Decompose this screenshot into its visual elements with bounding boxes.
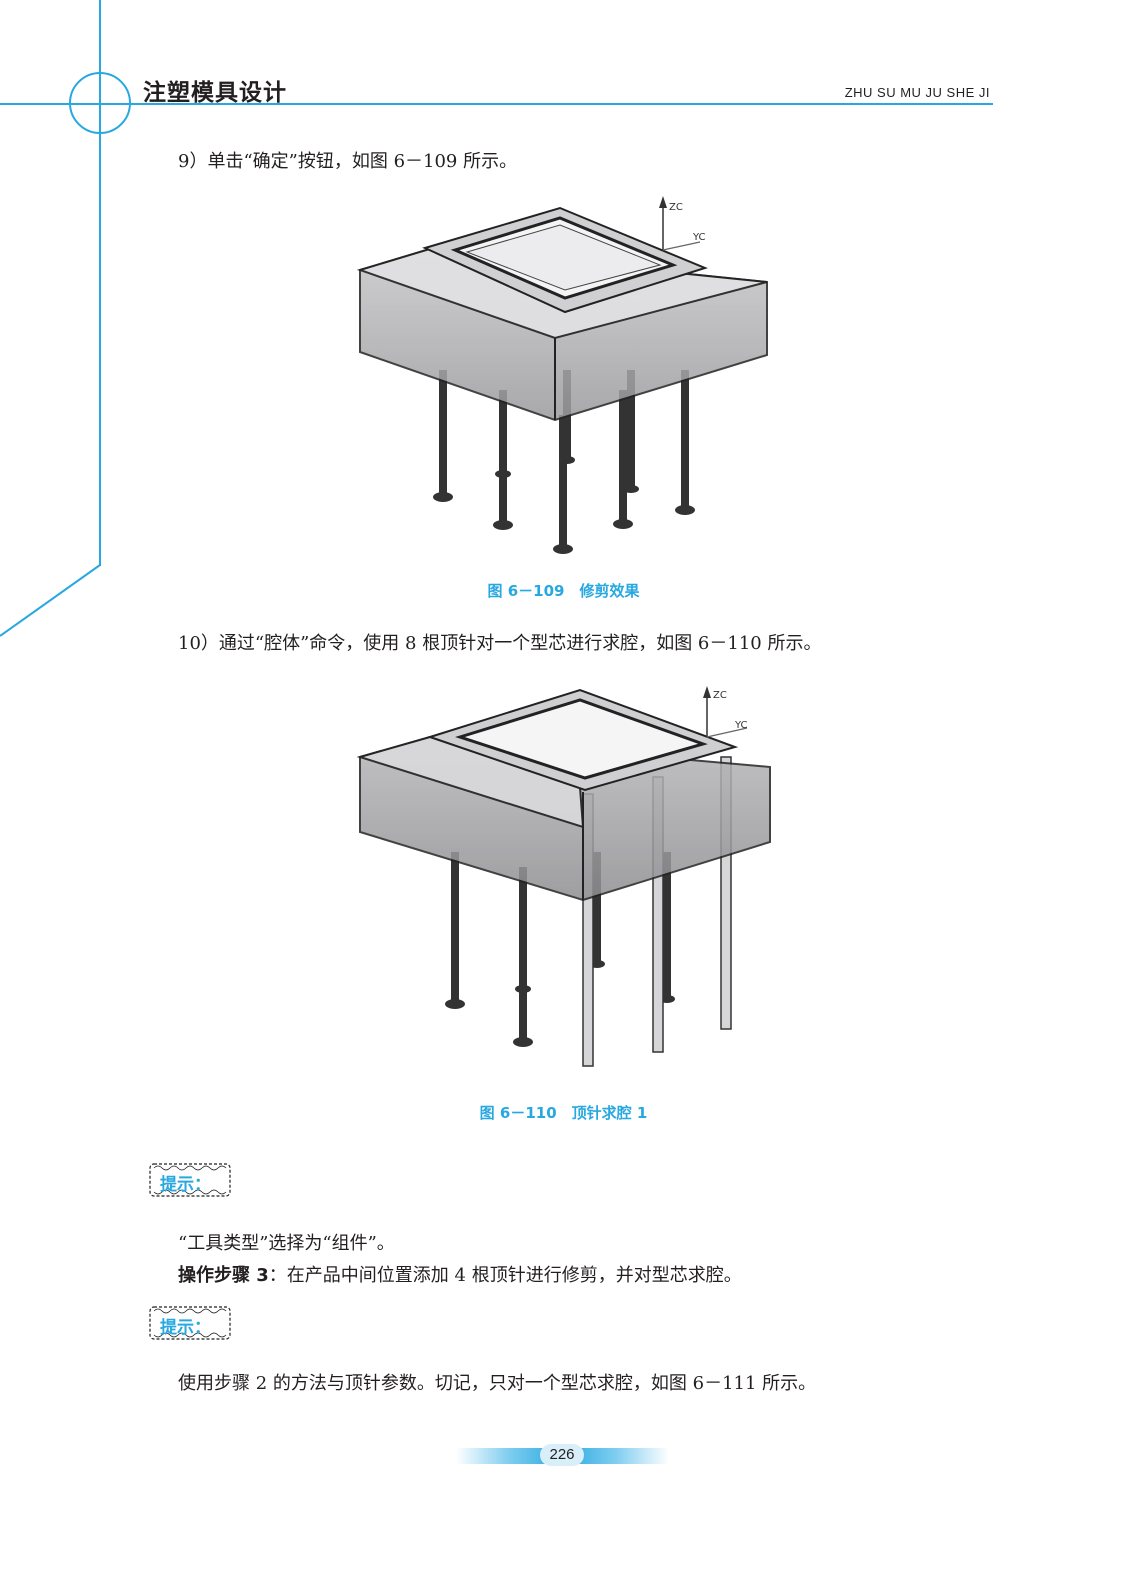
operation-step-3: 操作步骤 3：在产品中间位置添加 4 根顶针进行修剪，并对型芯求腔。 <box>178 1264 742 1288</box>
tip-box-1: 提示： <box>148 1162 232 1198</box>
axis-label-zc-2: ZC <box>713 690 727 701</box>
axis-label-yc: YC <box>692 232 706 243</box>
figure-6-109-caption: 图 6－109 修剪效果 <box>487 582 640 600</box>
figure-6-109: ZC YC <box>356 196 768 554</box>
tip-ornament-border <box>149 1163 231 1197</box>
tip-label-2: 提示： <box>160 1318 211 1338</box>
header-rule <box>0 103 993 105</box>
page-number: 226 <box>540 1444 584 1466</box>
step-10-text: 10）通过“腔体”命令，使用 8 根顶针对一个型芯进行求腔，如图 6－110 所… <box>178 633 822 654</box>
figure-6-110: ZC YC <box>356 686 771 1067</box>
margin-diagonal-line <box>0 564 101 637</box>
axis-label-yc-2: YC <box>734 720 748 731</box>
operation-step-3-label: 操作步骤 3 <box>178 1265 269 1286</box>
tip-box-2: 提示： <box>148 1305 232 1341</box>
book-title-pinyin: ZHU SU MU JU SHE JI <box>844 85 990 100</box>
tip-label-1: 提示： <box>160 1175 211 1195</box>
tip-ornament-border-2 <box>149 1306 231 1340</box>
margin-vertical-line <box>99 0 101 566</box>
operation-step-3-text: ：在产品中间位置添加 4 根顶针进行修剪，并对型芯求腔。 <box>268 1265 742 1286</box>
tool-type-text: “工具类型”选择为“组件”。 <box>178 1233 395 1254</box>
axis-label-zc: ZC <box>669 202 683 213</box>
step-9-text: 9）单击“确定”按钮，如图 6－109 所示。 <box>178 151 518 172</box>
book-title: 注塑模具设计 <box>143 80 287 106</box>
note-step-2-method: 使用步骤 2 的方法与顶针参数。切记，只对一个型芯求腔，如图 6－111 所示。 <box>178 1373 817 1394</box>
figure-6-110-caption: 图 6－110 顶针求腔 1 <box>479 1104 648 1122</box>
header-circle-ornament <box>69 72 131 134</box>
